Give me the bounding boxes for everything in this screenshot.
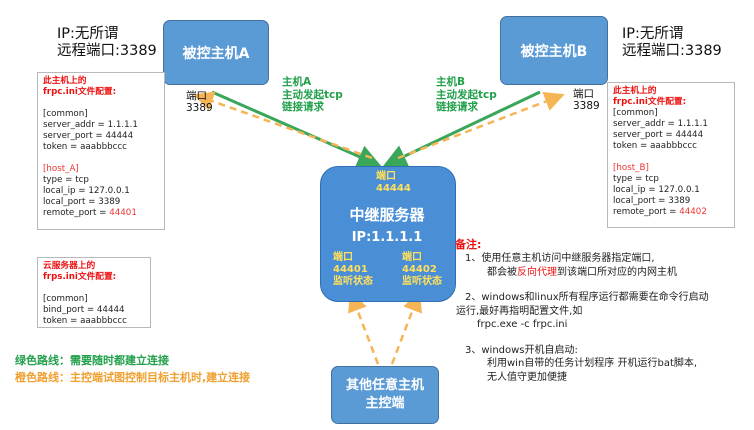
host-a-title: 被控主机A	[182, 45, 250, 62]
orange-line-d	[390, 291, 422, 365]
relay-port-44402: 端口 44402 监听状态	[402, 252, 442, 287]
host-b-port: 端口 3389	[573, 88, 600, 112]
relay-top-port: 端口 44444	[376, 171, 411, 194]
legend-orange: 橙色路线：主控端试图控制目标主机时,建立连接	[15, 371, 251, 384]
notes-body: 1、使用任意主机访问中继服务器指定端口, 都会被反向代理到该端口所对应的内网主机…	[456, 253, 709, 383]
host-a-ip: IP:无所谓	[57, 26, 119, 42]
relay-ip: IP:1.1.1.1	[351, 230, 423, 245]
host-b-title: 被控主机B	[520, 43, 588, 60]
legend-green: 绿色路线：需要随时都建立连接	[15, 354, 169, 367]
host-a-remote-port: 远程端口:3389	[57, 43, 157, 59]
host-b-config: 此主机上的 frpc.ini文件配置: [common] server_addr…	[607, 82, 735, 228]
host-b-box[interactable]: 被控主机B	[500, 16, 608, 85]
cloud-server-config: 云服务器上的 frps.ini文件配置: [common] bind_port …	[37, 257, 151, 328]
orange-line-a	[193, 91, 373, 160]
host-a-config: 此主机上的 frpc.ini文件配置: [common] server_addr…	[37, 72, 165, 230]
controller-box[interactable]: 其他任意主机 主控端	[331, 366, 439, 424]
host-b-ip: IP:无所谓	[622, 26, 684, 42]
controller-line1: 其他任意主机	[345, 378, 424, 393]
host-a-port: 端口 3389	[186, 90, 213, 114]
orange-line-c	[348, 291, 380, 365]
controller-line2: 主控端	[365, 396, 405, 411]
host-b-remote-port: 远程端口:3389	[622, 43, 722, 59]
host-a-request-label: 主机A 主动发起tcp 链接请求	[282, 76, 343, 113]
relay-port-44401: 端口 44401 监听状态	[333, 252, 373, 287]
relay-server-box[interactable]	[320, 166, 456, 302]
notes-title: 备注:	[455, 238, 482, 251]
host-b-request-label: 主机B 主动发起tcp 链接请求	[436, 76, 497, 113]
host-a-box[interactable]: 被控主机A	[163, 20, 269, 85]
green-line-a	[211, 90, 382, 168]
orange-line-b	[397, 92, 565, 160]
relay-title: 中继服务器	[349, 206, 425, 224]
